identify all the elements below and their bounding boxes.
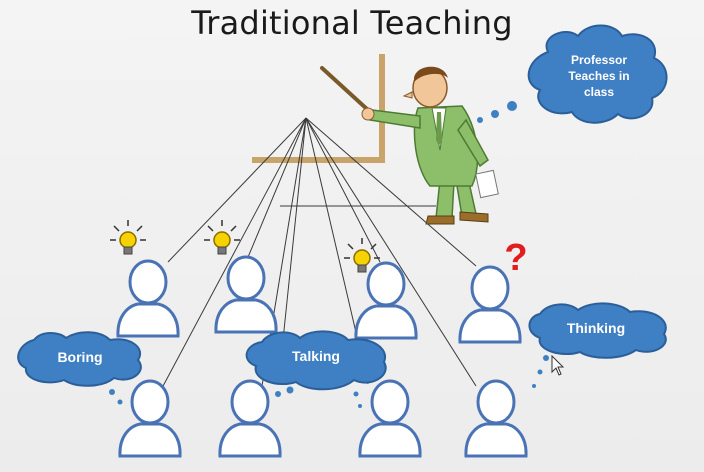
student-icon bbox=[116, 259, 180, 338]
thought-cloud-icon bbox=[245, 330, 387, 391]
mouse-cursor-icon bbox=[551, 354, 565, 376]
talking-thought-cloud: Talking bbox=[245, 330, 387, 391]
thinking-thought-cloud: Thinking bbox=[528, 302, 667, 359]
student-icon bbox=[218, 379, 282, 458]
question-mark-icon: ? bbox=[504, 237, 527, 279]
professor-icon bbox=[361, 66, 499, 225]
thought-dots-talking bbox=[275, 386, 362, 408]
professor-cloud-label-3: class bbox=[584, 85, 614, 99]
student-icon bbox=[464, 379, 528, 458]
thought-cloud-icon bbox=[17, 331, 142, 387]
light-bulb-icon bbox=[203, 219, 241, 255]
thinking-label: Thinking bbox=[567, 320, 625, 336]
thought-cloud-icon bbox=[528, 302, 667, 359]
student-icon bbox=[358, 379, 422, 458]
thought-dots-thinking bbox=[532, 355, 549, 388]
page-title: Traditional Teaching bbox=[191, 4, 513, 42]
student-icon bbox=[118, 379, 182, 458]
thought-dots-boring bbox=[109, 389, 123, 405]
light-bulb-icon bbox=[109, 219, 147, 255]
boring-thought-cloud: Boring bbox=[17, 331, 142, 387]
talking-label: Talking bbox=[292, 348, 340, 364]
student-icon bbox=[354, 261, 418, 340]
boring-label: Boring bbox=[57, 349, 102, 365]
student-icon bbox=[214, 255, 278, 334]
thought-dots-professor bbox=[477, 101, 517, 123]
professor-cloud-label-2: Teaches in bbox=[568, 69, 629, 83]
board-frame bbox=[252, 54, 385, 163]
pointer-lines bbox=[161, 117, 477, 389]
thought-cloud-icon bbox=[527, 24, 668, 124]
professor-cloud-label-1: Professor bbox=[571, 53, 627, 67]
pointer-stick-icon bbox=[320, 66, 370, 112]
professor-thought-cloud: Professor Teaches in class bbox=[527, 24, 668, 124]
